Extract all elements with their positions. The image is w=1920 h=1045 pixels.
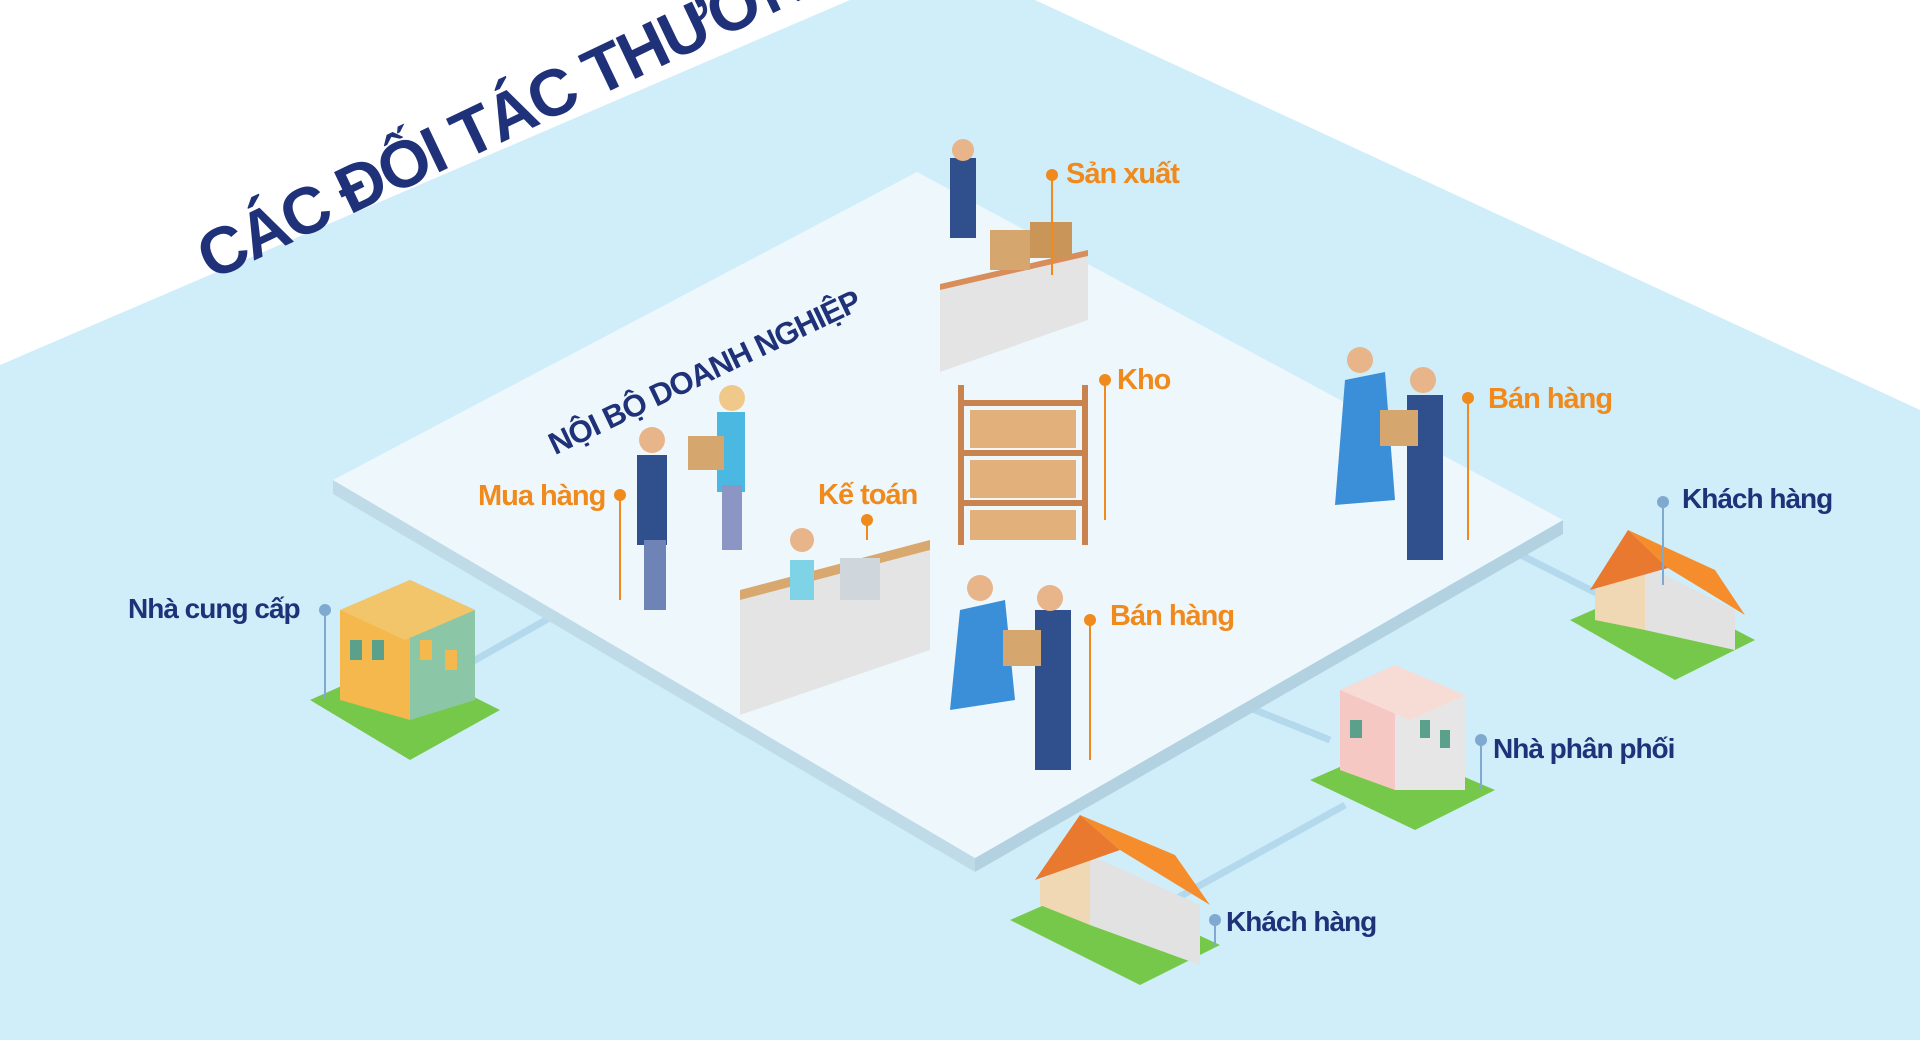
label-nha-phan-phoi: Nhà phân phối (1493, 733, 1675, 764)
distributor-building-icon (1310, 665, 1495, 830)
warehouse-shelf (958, 385, 1088, 545)
customer-house-icon (1570, 530, 1755, 680)
label-mua-hang: Mua hàng (478, 480, 606, 512)
accounting-desk (740, 528, 930, 715)
label-khach-hang-bottom: Khách hàng (1226, 906, 1377, 937)
internal-platform (333, 172, 1563, 872)
label-pins (319, 169, 1669, 945)
supplier-building-icon (310, 580, 500, 760)
label-san-xuat: Sản xuất (1066, 158, 1180, 190)
sales-people-right (1335, 347, 1443, 560)
label-ban-hang-right: Bán hàng (1488, 383, 1613, 415)
label-ke-toan: Kế toán (818, 479, 918, 511)
customer-house-icon (1010, 815, 1220, 985)
production-station (940, 139, 1088, 372)
label-nha-cung-cap: Nhà cung cấp (128, 593, 301, 624)
label-kho: Kho (1117, 364, 1171, 396)
purchasing-people (637, 385, 745, 610)
label-ban-hang-center: Bán hàng (1110, 600, 1235, 632)
label-khach-hang-top: Khách hàng (1682, 483, 1833, 514)
sales-people-center (950, 575, 1071, 770)
